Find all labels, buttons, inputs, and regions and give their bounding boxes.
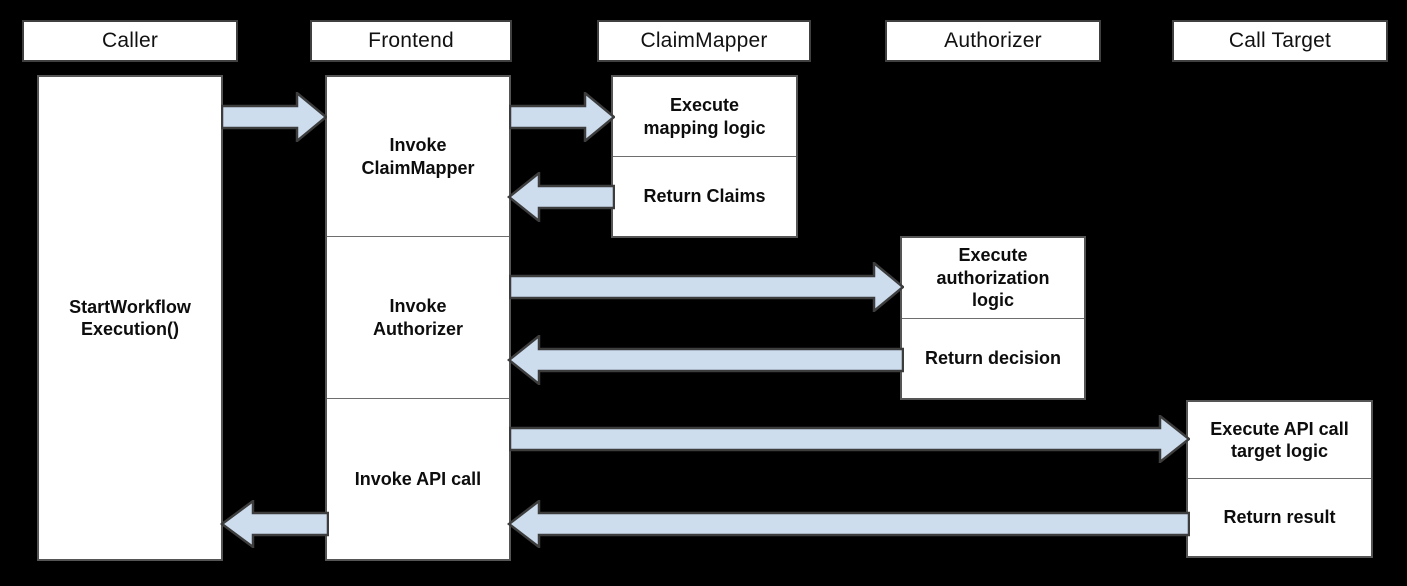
message-arrow-invoke-authorizer [509,262,904,312]
activation-label: Invoke ClaimMapper [361,135,475,178]
lane-header-frontend: Frontend [310,20,512,62]
lane-header-caller-label: Caller [101,29,159,52]
lane-header-claimmapper-label: ClaimMapper [640,29,768,52]
activation-label: Return Claims [643,186,766,207]
lane-header-frontend-label: Frontend [368,29,454,52]
activation-divider [613,156,796,157]
activation-cell-claimmapper-return-claims: Return Claims [613,157,796,236]
lane-header-authorizer-label: Authorizer [944,29,1042,52]
message-arrow-invoke-claimmapper [509,92,615,142]
lane-header-claimmapper: ClaimMapper [597,20,811,62]
activation-divider [902,318,1084,319]
activation-cell-frontend-invoke-claimmapper: Invoke ClaimMapper [327,77,509,236]
activation-cell-authorizer-execute-authorization-logic: Execute authorization logic [902,238,1084,318]
message-arrow-invoke-api-call [509,415,1190,463]
activation-divider [327,398,509,399]
activation-divider [327,236,509,237]
activation-cell-caller-start-workflow: StartWorkflow Execution() [39,77,221,559]
message-arrow-return-result [507,500,1190,548]
message-arrow-return-to-caller [219,500,329,548]
activation-divider [1188,478,1371,479]
activation-label: Execute API call target logic [1210,418,1349,462]
lane-header-calltarget: Call Target [1172,20,1388,62]
activation-label: Invoke Authorizer [373,296,463,339]
lane-header-calltarget-label: Call Target [1228,29,1332,52]
activation-label: Invoke API call [354,468,482,489]
lane-header-authorizer: Authorizer [885,20,1101,62]
activation-cell-frontend-invoke-authorizer: Invoke Authorizer [327,237,509,398]
message-arrow-return-claims [507,172,615,222]
lane-header-caller: Caller [22,20,238,62]
activation-label: StartWorkflow Execution() [69,296,191,340]
activation-cell-claimmapper-execute-mapping-logic: Execute mapping logic [613,77,796,156]
activation-label: Execute authorization logic [936,245,1050,311]
activation-label: Return decision [924,348,1062,369]
activation-label: Execute mapping logic [643,95,766,138]
activation-cell-frontend-invoke-api-call: Invoke API call [327,399,509,559]
activation-cell-authorizer-return-decision: Return decision [902,319,1084,398]
message-arrow-return-decision [507,335,904,385]
message-arrow-start-workflow [221,92,327,142]
activation-cell-calltarget-return-result: Return result [1188,479,1371,556]
activation-label: Return result [1223,507,1336,528]
activation-cell-calltarget-execute-api-call-target-logic: Execute API call target logic [1188,402,1371,478]
